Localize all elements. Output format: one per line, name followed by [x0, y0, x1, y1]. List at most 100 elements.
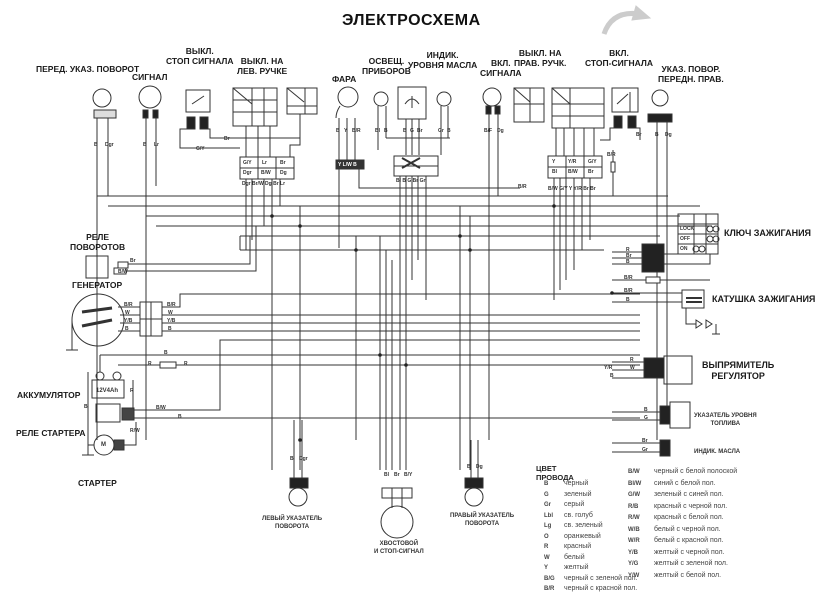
- legend-code: G/W: [628, 492, 640, 498]
- wire-code: B/R: [624, 288, 633, 294]
- wire-code: Y/R: [568, 159, 577, 165]
- label-headlight: ФАРА: [332, 74, 357, 84]
- legend-code: Y: [544, 565, 549, 571]
- wire-code: Dgr Br/W Dg Br Lr: [242, 181, 286, 187]
- wire-code: Dg: [665, 132, 672, 138]
- legend-code: Bl/W: [628, 480, 642, 487]
- fuel-gauge-icon: [612, 401, 691, 429]
- legend-code: B: [544, 481, 549, 487]
- fuse-icon: [645, 276, 661, 284]
- wire-code: Bl: [375, 128, 380, 134]
- wire-code: B: [626, 297, 630, 303]
- legend-code: W: [544, 554, 550, 561]
- wire-code: Br: [394, 472, 400, 478]
- wire-code: Br: [642, 438, 648, 444]
- legend-row: G/W зеленый с синей пол.: [628, 491, 724, 498]
- legend-code: Lbl: [544, 512, 553, 519]
- right-handle-switch-icon: [513, 87, 605, 129]
- meter-light-bulb-icon: [373, 91, 450, 150]
- legend-color-name: желтый: [564, 564, 589, 571]
- label-starter-relay: РЕЛЕ СТАРТЕРА: [16, 428, 86, 438]
- wire-code: Dgr: [105, 142, 114, 148]
- label-meter-light: ОСВЕЩ. ПРИБОРОВ: [362, 56, 411, 76]
- wire-code: B: [626, 259, 630, 265]
- legend-code: W/R: [628, 538, 640, 544]
- wire-code: B: [290, 456, 294, 462]
- battery-spec: 12V4Ah: [96, 388, 119, 394]
- generator-icon: [66, 293, 640, 351]
- label-fuel-gauge: УКАЗАТЕЛЬ УРОВНЯ ТОПЛИВА: [694, 413, 757, 427]
- wire-code: B/Y: [404, 472, 413, 478]
- legend-code: R/W: [628, 515, 640, 521]
- wire-code: Br: [130, 258, 136, 264]
- wire-code: B: [644, 407, 648, 413]
- legend-color-name: черный: [564, 480, 589, 487]
- ignition-coil-icon: [612, 289, 720, 335]
- legend-code: O: [544, 533, 549, 540]
- legend-code: R: [544, 544, 549, 550]
- legend-row: Y/G желтый с зеленой пол.: [628, 560, 728, 567]
- starter-relay-icon: [95, 339, 640, 423]
- wire-code: B/R: [124, 302, 133, 308]
- legend-color-name: желтый с зеленой пол.: [654, 560, 728, 567]
- wire-code: B: [84, 404, 88, 410]
- wire-code: B: [447, 128, 451, 134]
- legend-color-name: черный с зеленой пол.: [564, 574, 638, 582]
- wire-code: R: [630, 357, 634, 363]
- legend-color-name: зеленый с синей пол.: [654, 491, 724, 498]
- rear-left-turn-bulb-icon: [288, 420, 309, 507]
- label-front-turn-left: ПЕРЕД. УКАЗ. ПОВОРОТ: [36, 64, 140, 74]
- label-battery: АККУМУЛЯТОР: [17, 390, 81, 400]
- ign-key-row: ON: [680, 246, 688, 252]
- wire-code: B/W: [261, 170, 271, 176]
- wire-code: B/R: [624, 275, 633, 281]
- ign-key-row: OFF: [680, 236, 690, 242]
- front-left-turn-bulb-icon: [92, 88, 117, 440]
- left-handle-switch-icon: [232, 87, 318, 127]
- wire-code: B/R: [352, 128, 361, 134]
- right-connector-icon: [547, 128, 616, 300]
- legend-code: B/G: [544, 575, 555, 582]
- wire-code: Y: [552, 159, 556, 165]
- label-brake-switch-right: ВКЛ. СТОП-СИГНАЛА: [585, 48, 654, 68]
- turn-relay-icon: [85, 226, 257, 279]
- oil-level-indicator-icon: [397, 86, 427, 155]
- wire-code: G/Y: [588, 159, 597, 165]
- center-connector-icon: [393, 155, 439, 470]
- legend-color-name: оранжевый: [564, 532, 601, 540]
- label-brake-switch-left: ВЫКЛ. СТОП СИГНАЛА: [166, 46, 234, 66]
- wire-code: G: [644, 415, 648, 421]
- wire-code: B: [94, 142, 98, 148]
- wire-code: B: [178, 414, 182, 420]
- wire-code: Br: [417, 128, 423, 134]
- wire-code: R: [184, 361, 188, 367]
- rectifier-regulator-icon: [612, 355, 693, 385]
- legend-code: Y/G: [628, 561, 639, 567]
- legend-code: Gr: [544, 502, 552, 508]
- legend-code: B/W: [628, 469, 640, 475]
- legend-color-name: белый: [564, 553, 585, 561]
- brake-switch-left-icon: [179, 89, 300, 149]
- wire-code: Y/B: [167, 318, 176, 324]
- brake-switch-right-icon: [600, 87, 641, 141]
- legend-code: Y/B: [628, 549, 639, 556]
- horn-icon: [138, 85, 162, 440]
- wire-code: B: [655, 132, 659, 138]
- label-generator: ГЕНЕРАТОР: [72, 280, 123, 290]
- wire-code: B: [168, 326, 172, 332]
- legend-code: Lg: [544, 523, 552, 529]
- diagram-title: ЭЛЕКТРОСХЕМА: [342, 12, 481, 29]
- wire-code: Dg: [476, 464, 483, 470]
- wire-code: B/R: [518, 184, 527, 190]
- legend-color-name: желтый с белой пол.: [654, 571, 722, 579]
- wire-code: B/R: [167, 302, 176, 308]
